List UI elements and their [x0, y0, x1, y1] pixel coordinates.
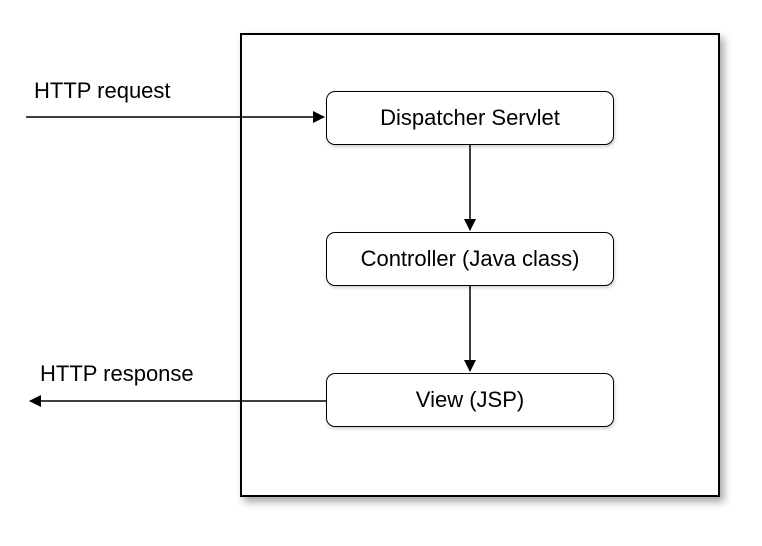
http-request-label: HTTP request: [34, 78, 171, 103]
dispatcher-servlet-label: Dispatcher Servlet: [380, 105, 560, 130]
controller-label: Controller (Java class): [360, 246, 580, 271]
controller-node: Controller (Java class): [326, 232, 614, 286]
view-label: View (JSP): [415, 387, 525, 412]
view-node: View (JSP): [326, 373, 614, 427]
dispatcher-servlet-node: Dispatcher Servlet: [326, 91, 614, 145]
http-response-label: HTTP response: [40, 361, 194, 386]
